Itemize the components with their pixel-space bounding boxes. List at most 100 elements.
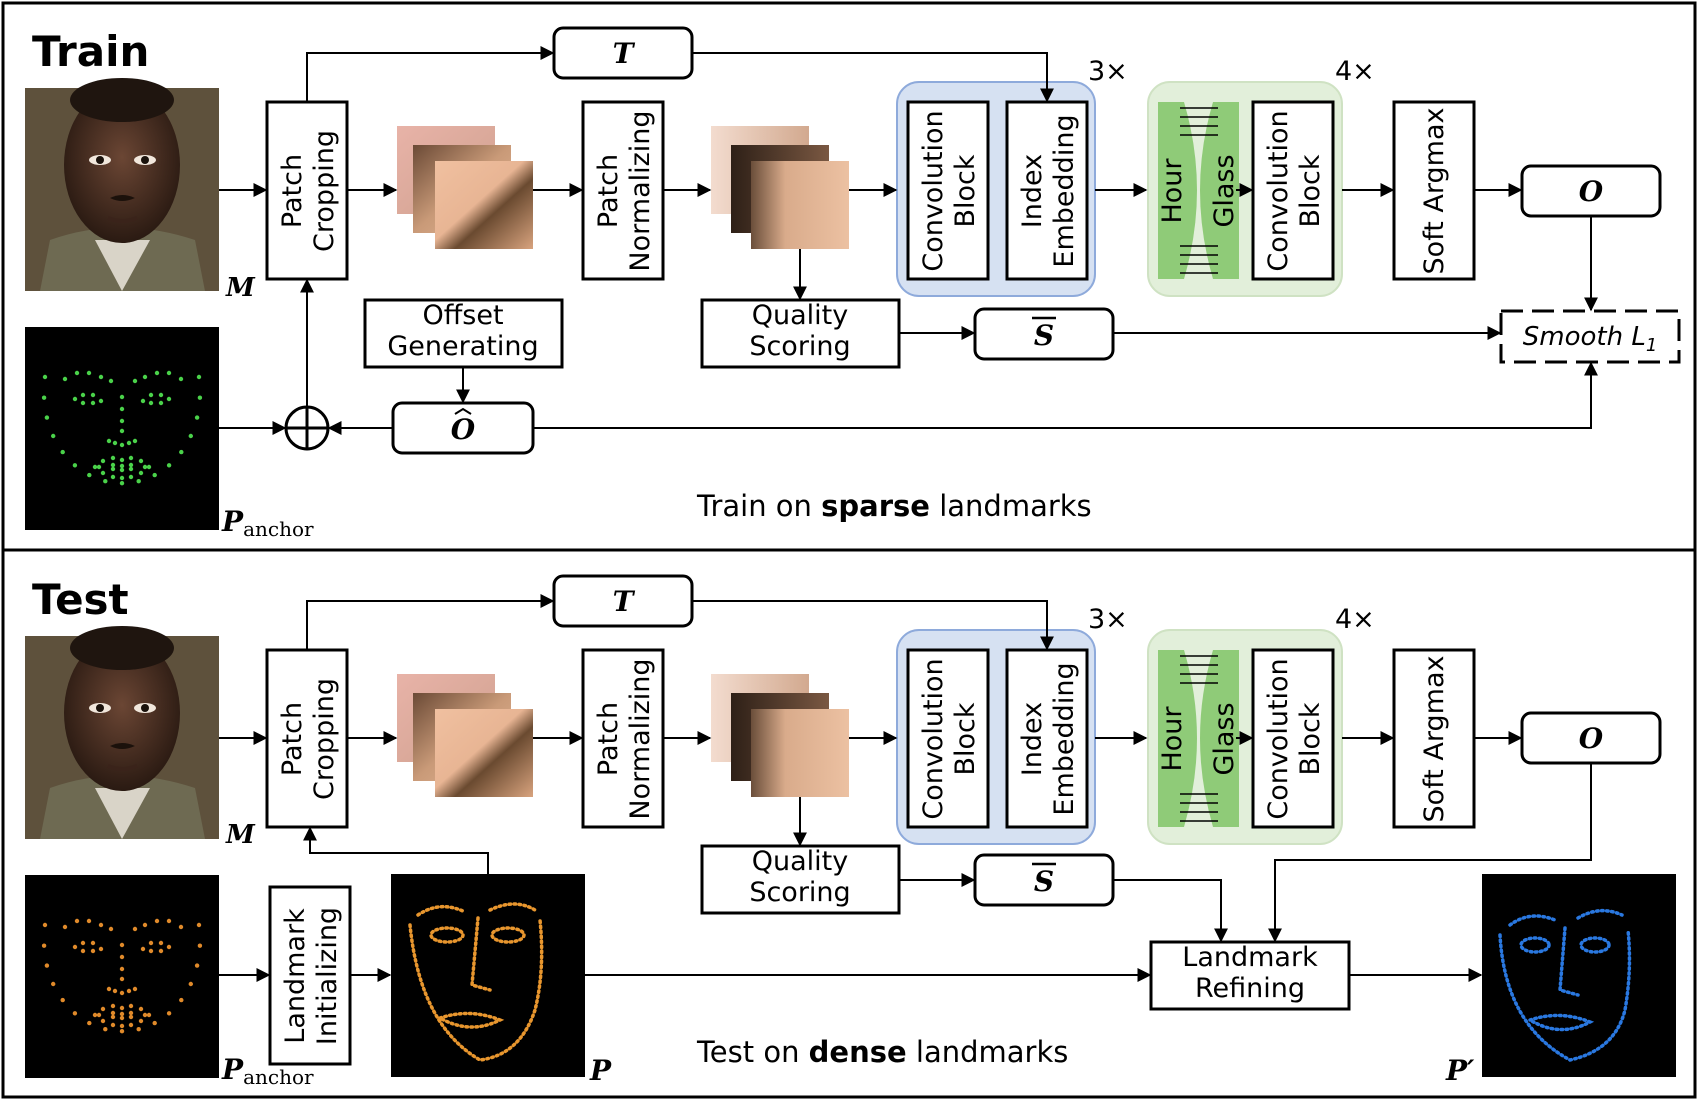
landmark-dot (166, 1011, 172, 1016)
landmark-dot (72, 463, 78, 468)
train-conv-block-1 (906, 100, 990, 281)
landmark-dot (128, 1003, 134, 1009)
landmark-dot (106, 438, 112, 444)
test-t-label: T (613, 585, 636, 618)
test-dense-blue-face (1498, 908, 1632, 1062)
landmark-dot (119, 428, 125, 434)
landmark-dot (110, 466, 116, 472)
landmark-dot (179, 997, 184, 1003)
landmark-dot (197, 395, 203, 400)
test-normalized-patches (711, 674, 849, 797)
landmark-dot (148, 940, 154, 946)
landmark-dot (44, 415, 50, 420)
landmark-dot (92, 1012, 98, 1018)
train-quality-scoring-box (700, 298, 901, 369)
landmark-dot (119, 1015, 125, 1021)
train-conv-block-2-label: ConvolutionBlock (1263, 110, 1326, 271)
train-conv-block-1-label: ConvolutionBlock (918, 110, 981, 271)
landmark-dot (132, 986, 138, 992)
train-normalized-patches (711, 126, 849, 249)
landmark-dot (98, 398, 104, 404)
landmark-dot (100, 1006, 106, 1012)
landmark-dot (128, 462, 134, 468)
landmark-dot (44, 963, 50, 968)
landmark-dot (119, 1005, 125, 1011)
train-soft-argmax-label: Soft Argmax (1419, 108, 1450, 275)
train-o-label: O (1579, 175, 1604, 208)
landmark-dot (132, 926, 138, 932)
landmark-dot (112, 988, 118, 994)
landmark-dot (119, 1011, 125, 1017)
landmark-dot (110, 462, 116, 468)
test-face-image (25, 626, 219, 839)
landmark-dot (146, 464, 152, 470)
landmark-dot (80, 392, 86, 398)
landmark-dot (158, 948, 164, 954)
test-rep3: 3× (1088, 604, 1128, 635)
landmark-dot (72, 1011, 78, 1016)
landmark-dot (87, 472, 92, 478)
test-landmark-refining-box (1149, 940, 1351, 1011)
landmark-dot (106, 986, 112, 992)
landmark-dot (98, 374, 104, 380)
test-landmark-initializing-label: LandmarkInitializing (280, 907, 343, 1045)
test-m-label: M (225, 820, 256, 850)
train-s-label: S (1034, 319, 1054, 352)
landmark-dot (119, 976, 125, 982)
landmark-dot (138, 1018, 144, 1024)
landmark-dot (72, 944, 78, 950)
landmark-dot (98, 946, 104, 952)
landmark-dot (140, 398, 146, 404)
landmark-dot (42, 374, 48, 380)
train-m-label: M (225, 273, 256, 303)
train-patch-cropping-label: PatchCropping (277, 130, 340, 252)
landmark-dot (119, 942, 125, 948)
train-index-embedding-box (1005, 100, 1089, 281)
landmark-dot (138, 470, 144, 476)
train-t-label: T (613, 37, 636, 70)
landmark-dot (108, 926, 114, 932)
landmark-dot (132, 378, 138, 384)
landmark-dot (126, 440, 132, 446)
landmark-dot (128, 474, 134, 480)
test-panel: Test M Panchor PatchCropping (1, 548, 1697, 1099)
train-rep3: 3× (1088, 56, 1128, 87)
landmark-dot (108, 378, 114, 384)
landmark-dot (87, 1020, 92, 1026)
landmark-dot (136, 479, 141, 484)
test-arrows (219, 594, 1592, 982)
landmark-dot (128, 466, 134, 472)
landmark-dot (142, 374, 148, 380)
train-footer: Train on sparse landmarks (696, 489, 1092, 523)
landmark-dot (166, 463, 172, 468)
train-smooth-l1-label: Smooth L1 (1523, 322, 1658, 356)
landmark-dot (128, 1022, 134, 1028)
test-o-label: O (1579, 722, 1604, 755)
test-sparse-landmarks-image (25, 875, 219, 1078)
test-index-embedding-box (1005, 648, 1089, 829)
test-landmark-initializing-box (268, 885, 352, 1066)
landmark-dot (80, 400, 86, 406)
train-arrows (219, 46, 1598, 435)
landmark-dot (188, 433, 193, 439)
landmark-dot (128, 1014, 134, 1020)
landmark-dot (110, 1022, 116, 1028)
test-p-anchor-label: Panchor (221, 1053, 314, 1089)
landmark-dot (194, 963, 200, 968)
landmark-dot (132, 438, 138, 444)
landmark-dot (148, 948, 154, 954)
landmark-dot (119, 1029, 125, 1034)
test-rep4: 4× (1335, 604, 1375, 635)
test-index-embedding-label: IndexEmbedding (1017, 662, 1080, 815)
landmark-dot (41, 395, 47, 400)
landmark-dot (119, 475, 125, 481)
landmark-dot (148, 392, 154, 398)
landmark-dot (142, 922, 148, 928)
landmark-dot (86, 918, 92, 924)
landmark-dot (178, 376, 184, 382)
landmark-dot (196, 922, 202, 928)
test-patch-normalizing-box (581, 648, 665, 829)
